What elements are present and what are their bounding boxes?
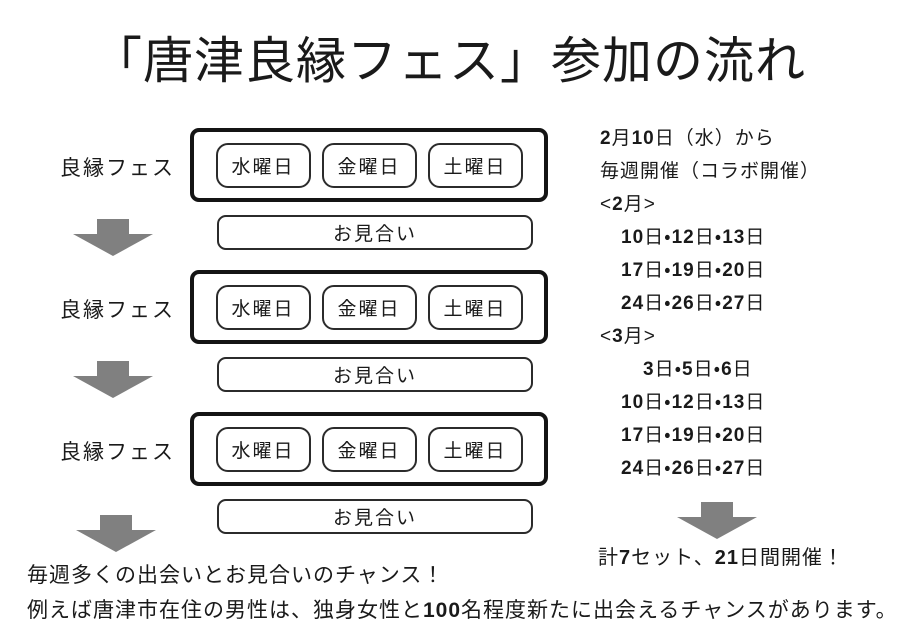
schedule-date-row: 10日・12日・13日 [621,392,766,413]
flow-row-1: 良縁フェス 水曜日 金曜日 土曜日 お見合い [0,128,600,270]
omiai-box: お見合い [217,499,533,534]
schedule-frequency-line: 毎週開催（コラボ開催） [600,161,821,182]
day-pill-saturday: 土曜日 [427,284,523,330]
fest-label: 良縁フェス [60,299,175,322]
day-pill-wednesday: 水曜日 [215,426,311,472]
day-pill-wednesday: 水曜日 [215,142,311,188]
footer-line-2: 例えば唐津市在住の男性は、独身女性と100名程度新たに出会えるチャンスがあります… [27,599,898,622]
fest-box: 水曜日 金曜日 土曜日 [190,270,548,344]
fest-box: 水曜日 金曜日 土曜日 [190,128,548,202]
down-arrow-shape [73,361,153,398]
fest-label: 良縁フェス [60,441,175,464]
flow-row-2: 良縁フェス 水曜日 金曜日 土曜日 お見合い [0,270,600,412]
down-arrow-icon [73,361,153,398]
day-pill-saturday: 土曜日 [427,142,523,188]
flow-row-3: 良縁フェス 水曜日 金曜日 土曜日 お見合い [0,412,600,554]
fest-box: 水曜日 金曜日 土曜日 [190,412,548,486]
down-arrow-shape [76,515,156,552]
down-arrow-icon [73,219,153,256]
fest-label: 良縁フェス [60,157,175,180]
page-title: 「唐津良縁フェス」参加の流れ [92,33,806,89]
down-arrow-icon [76,515,156,552]
schedule-start-line: 2月10日（水）から [600,128,775,149]
down-arrow-shape [677,502,757,539]
schedule-february-header: <2月> [600,194,656,215]
down-arrow-icon [677,502,757,539]
schedule-summary: 計7セット、21日間開催！ [598,547,844,569]
schedule-date-row: 24日・26日・27日 [621,458,766,479]
day-pill-friday: 金曜日 [321,142,417,188]
schedule-date-row: 3日・5日・6日 [643,359,753,380]
omiai-box: お見合い [217,215,533,250]
schedule-date-row: 17日・19日・20日 [621,425,766,446]
day-pill-wednesday: 水曜日 [215,284,311,330]
footer-line-1: 毎週多くの出会いとお見合いのチャンス！ [27,564,445,587]
schedule-date-row: 24日・26日・27日 [621,293,766,314]
schedule-march-header: <3月> [600,326,656,347]
omiai-box: お見合い [217,357,533,392]
schedule-date-row: 10日・12日・13日 [621,227,766,248]
day-pill-friday: 金曜日 [321,426,417,472]
day-pill-friday: 金曜日 [321,284,417,330]
down-arrow-shape [73,219,153,256]
day-pill-saturday: 土曜日 [427,426,523,472]
schedule-date-row: 17日・19日・20日 [621,260,766,281]
schedule-panel: 2月10日（水）から 毎週開催（コラボ開催） <2月> 10日・12日・13日 … [600,122,910,485]
